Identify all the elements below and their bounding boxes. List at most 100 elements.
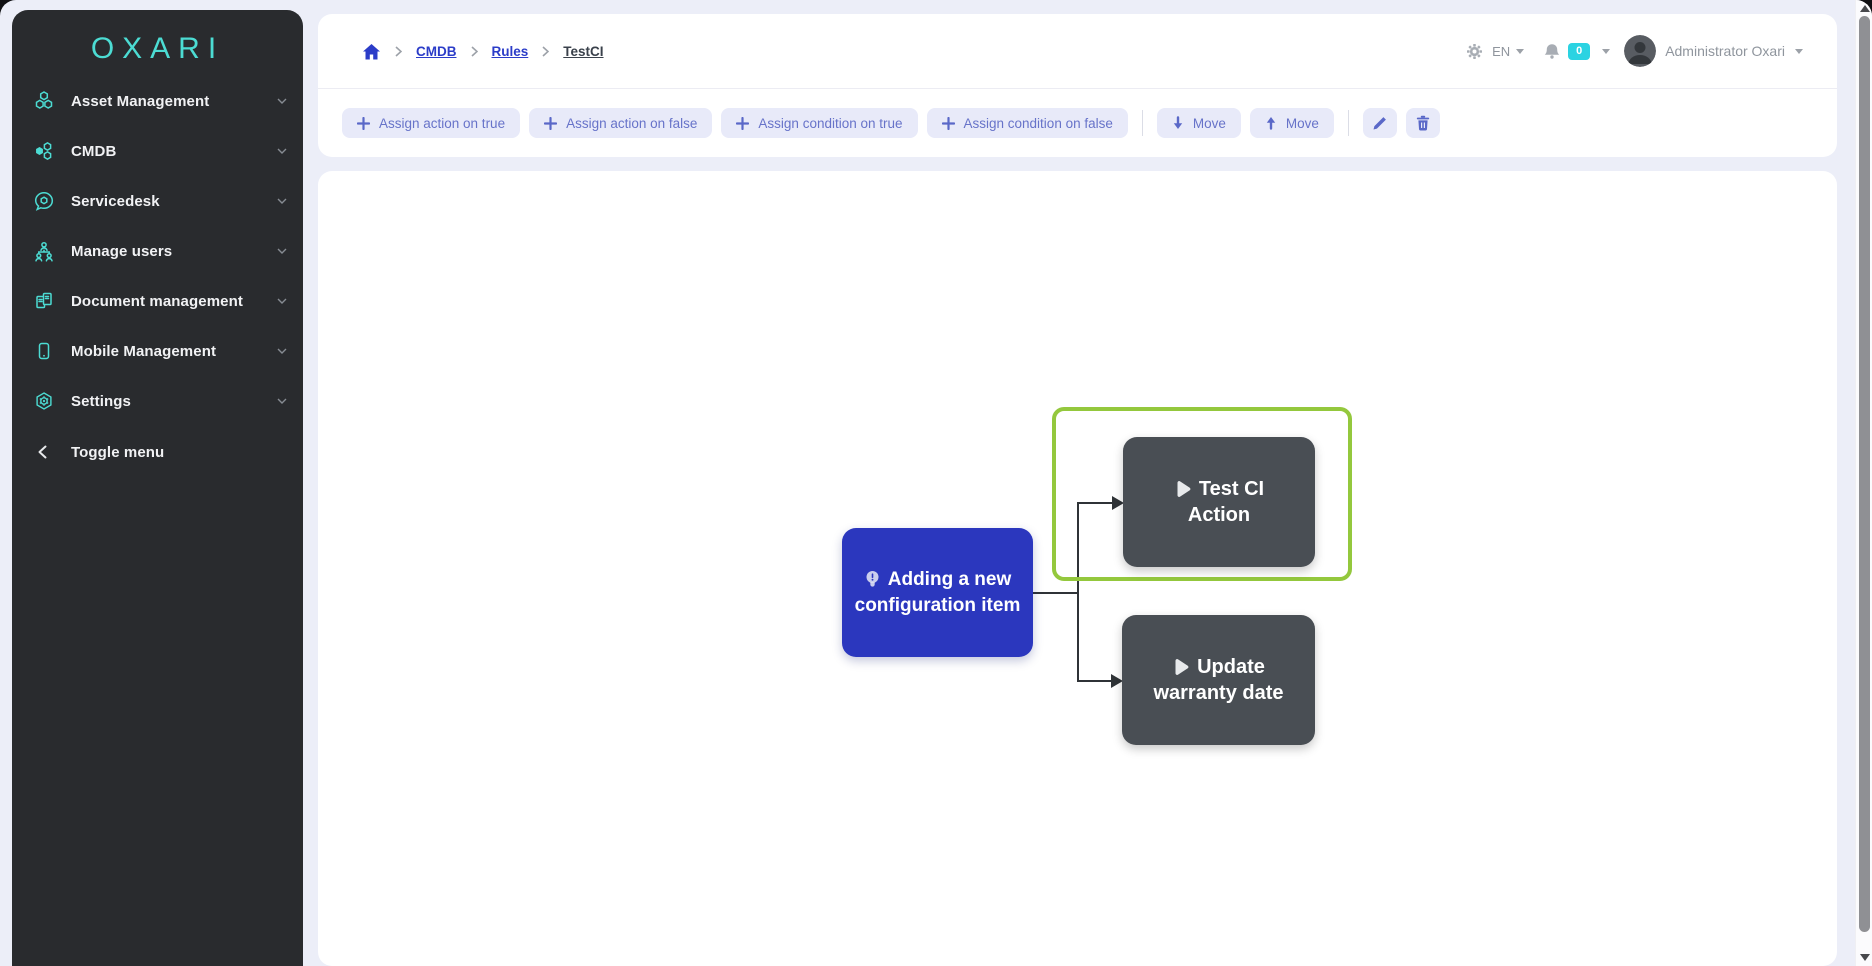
play-icon: [1175, 659, 1189, 675]
user-menu-caret-icon[interactable]: [1795, 48, 1803, 54]
button-label: Move: [1192, 115, 1226, 131]
breadcrumb-separator-icon: [470, 45, 478, 57]
bell-icon: [1544, 43, 1560, 59]
settings-gear-icon: [33, 390, 55, 412]
settings-gear-button[interactable]: [1466, 43, 1483, 60]
chevron-down-icon: [277, 248, 287, 254]
assign-action-on-true-button[interactable]: Assign action on true: [342, 108, 521, 138]
breadcrumb-separator-icon: [542, 45, 550, 57]
avatar[interactable]: [1624, 35, 1657, 67]
trigger-label-line2: configuration item: [854, 594, 1021, 616]
chevron-down-icon: [277, 398, 287, 404]
servicedesk-icon: [33, 190, 55, 212]
button-label: Assign condition on true: [758, 115, 903, 131]
sidebar-item-asset-management[interactable]: Asset Management: [12, 79, 303, 123]
toolbar: Assign action on true Assign action on f…: [342, 89, 1440, 157]
flow-connectors: [1033, 496, 1124, 688]
sidebar-item-label: Mobile Management: [71, 342, 217, 360]
scrollbar-down-button[interactable]: [1859, 954, 1870, 961]
document-management-icon: [33, 290, 55, 312]
oxari-logo: OXARI: [90, 32, 225, 65]
breadcrumb-home[interactable]: [362, 43, 381, 60]
toolbar-divider: [1347, 110, 1349, 136]
header-controls: EN 0 Administrator Oxari: [1466, 14, 1803, 88]
arrow-up-icon: [1266, 117, 1276, 130]
move-up-button[interactable]: Move: [1249, 108, 1334, 138]
sidebar-item-label: CMDB: [71, 142, 117, 160]
home-icon: [363, 43, 380, 59]
manage-users-icon: [33, 240, 55, 262]
language-label[interactable]: EN: [1492, 43, 1511, 59]
trigger-label-line1: Adding a new: [887, 569, 1012, 591]
scrollbar-thumb[interactable]: [1859, 16, 1870, 932]
sidebar-item-document-management[interactable]: Document management: [12, 279, 303, 323]
button-label: Assign action on true: [379, 115, 506, 131]
sidebar-item-label: Manage users: [71, 242, 173, 260]
language-caret-icon[interactable]: [1516, 48, 1525, 54]
arrowhead-icon: [1112, 496, 1124, 510]
action-label-line2: Action: [1187, 504, 1251, 526]
selection-highlight: [1052, 407, 1352, 581]
chevron-down-icon: [277, 98, 287, 104]
asset-management-icon: [33, 90, 55, 112]
button-label: Assign condition on false: [963, 115, 1113, 131]
assign-action-on-false-button[interactable]: Assign action on false: [529, 108, 713, 138]
sidebar-item-cmdb[interactable]: CMDB: [12, 129, 303, 173]
action-label-line1: Update: [1197, 656, 1265, 678]
scrollbar-up-button[interactable]: [1859, 5, 1870, 12]
breadcrumb-testci[interactable]: TestCI: [563, 43, 604, 59]
sidebar-item-label: Servicedesk: [71, 192, 160, 210]
play-icon: [1177, 481, 1191, 497]
move-down-button[interactable]: Move: [1156, 108, 1241, 138]
chevron-down-icon: [277, 298, 287, 304]
breadcrumb-separator-icon: [395, 45, 402, 57]
toolbar-divider: [1141, 110, 1143, 136]
chevron-left-icon: [33, 441, 55, 463]
chevron-down-icon: [277, 198, 287, 204]
breadcrumb-rules[interactable]: Rules: [491, 43, 529, 59]
mobile-management-icon: [33, 340, 55, 362]
assign-condition-on-false-button[interactable]: Assign condition on false: [926, 108, 1128, 138]
sidebar-item-manage-users[interactable]: Manage users: [12, 229, 303, 273]
notifications-caret-icon[interactable]: [1602, 48, 1611, 54]
toggle-menu-label: Toggle menu: [71, 443, 165, 461]
sidebar-item-label: Document management: [71, 292, 243, 310]
sidebar-item-label: Settings: [71, 392, 131, 410]
header-divider: [318, 88, 1837, 89]
plus-icon: [941, 116, 955, 130]
plus-icon: [736, 116, 750, 130]
cmdb-icon: [33, 140, 55, 162]
notifications-bell-button[interactable]: [1544, 43, 1560, 60]
sidebar-item-label: Asset Management: [71, 92, 210, 110]
notification-count-badge: 0: [1568, 42, 1591, 60]
button-label: Move: [1285, 115, 1319, 131]
rule-flowchart-canvas[interactable]: Adding a new configuration item Test CI …: [318, 171, 1837, 966]
chevron-down-icon: [277, 348, 287, 354]
header-card: CMDB Rules TestCI: [318, 14, 1837, 157]
breadcrumb-cmdb[interactable]: CMDB: [416, 43, 457, 59]
pencil-icon: [1373, 116, 1387, 129]
arrowhead-icon: [1111, 674, 1123, 688]
action-node-test-ci-action[interactable]: Test CI Action: [1123, 437, 1315, 567]
breadcrumb: CMDB Rules TestCI: [362, 14, 604, 88]
edit-button[interactable]: [1362, 108, 1397, 138]
plus-icon: [357, 116, 370, 130]
button-label: Assign action on false: [566, 115, 698, 131]
trigger-node-adding-configuration-item[interactable]: Adding a new configuration item: [842, 528, 1033, 657]
action-label-line1: Test CI: [1198, 478, 1265, 500]
chevron-down-icon: [277, 148, 287, 154]
vertical-scrollbar: [1855, 0, 1872, 966]
sidebar-item-servicedesk[interactable]: Servicedesk: [12, 179, 303, 223]
sidebar-item-settings[interactable]: Settings: [12, 379, 303, 423]
arrow-down-icon: [1173, 116, 1183, 129]
sidebar-item-mobile-management[interactable]: Mobile Management: [12, 329, 303, 373]
assign-condition-on-true-button[interactable]: Assign condition on true: [721, 108, 918, 138]
user-name[interactable]: Administrator Oxari: [1665, 43, 1785, 59]
delete-button[interactable]: [1405, 108, 1440, 138]
sidebar-toggle-menu[interactable]: Toggle menu: [12, 430, 303, 474]
action-node-update-warranty-date[interactable]: Update warranty date: [1122, 615, 1315, 745]
plus-icon: [544, 116, 558, 130]
trash-icon: [1416, 115, 1430, 131]
lightbulb-icon: [866, 571, 879, 588]
sidebar: OXARI Asset Management: [12, 10, 303, 966]
